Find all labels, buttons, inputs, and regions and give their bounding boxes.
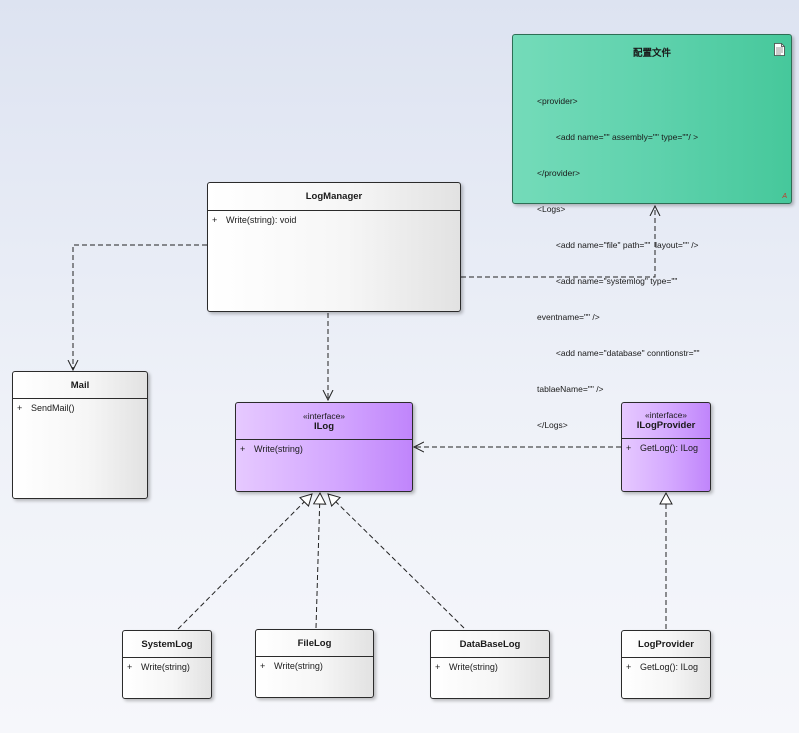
- class-name: LogManager: [305, 191, 363, 202]
- interface-ilogprovider[interactable]: «interface» ILogProvider + GetLog(): ILog: [621, 402, 711, 492]
- class-name: Mail: [70, 379, 90, 391]
- note-line: <add name="database" conntionstr="": [537, 348, 700, 358]
- note-line: <add name="" assembly="" type=""/ >: [537, 132, 699, 142]
- note-line: eventname="" />: [537, 312, 600, 322]
- class-logprovider[interactable]: LogProvider + GetLog(): ILog: [621, 630, 711, 699]
- note-line: </Logs>: [537, 420, 568, 430]
- operation-signature: Write(string): [449, 662, 498, 672]
- operation-signature: Write(string): [254, 444, 303, 454]
- visibility-marker: +: [240, 444, 246, 454]
- note-body: <provider> <add name="" assembly="" type…: [537, 71, 700, 455]
- note-line: <add name="file" path="" layout="" />: [537, 240, 699, 250]
- note-line: </provider>: [537, 168, 580, 178]
- class-logmanager[interactable]: LogManager + Write(string): void: [207, 182, 461, 312]
- note-line: <Logs>: [537, 204, 566, 214]
- config-note[interactable]: 配置文件 <provider> <add name="" assembly=""…: [512, 34, 792, 430]
- operation-signature: GetLog(): ILog: [640, 443, 699, 453]
- class-databaselog[interactable]: DataBaseLog + Write(string): [430, 630, 550, 699]
- class-operation: + Write(string): [431, 658, 549, 672]
- operation-signature: Write(string): void: [226, 215, 297, 225]
- visibility-marker: +: [626, 443, 632, 453]
- operation-signature: Write(string): [141, 662, 190, 672]
- realization-databaselog-ilog[interactable]: [327, 493, 465, 629]
- class-operation: + Write(string): [123, 658, 211, 672]
- note-line: tablaeName="" />: [537, 384, 604, 394]
- visibility-marker: +: [260, 661, 266, 671]
- class-name: FileLog: [297, 637, 332, 649]
- class-operation: + SendMail(): [13, 399, 147, 413]
- operation-signature: SendMail(): [31, 403, 75, 413]
- class-operation: + Write(string): [236, 440, 412, 454]
- document-icon: [774, 43, 785, 56]
- visibility-marker: +: [17, 403, 23, 413]
- stereotype-label: «interface»: [644, 410, 688, 420]
- note-corner-mark: A: [782, 193, 787, 200]
- note-title: 配置文件: [632, 48, 671, 59]
- dependency-logmanager-note[interactable]: [461, 206, 655, 278]
- class-operation: + Write(string): [256, 657, 373, 671]
- class-name: LogProvider: [638, 638, 694, 650]
- class-systemlog[interactable]: SystemLog + Write(string): [122, 630, 212, 699]
- dependency-logmanager-mail[interactable]: [73, 244, 207, 370]
- visibility-marker: +: [127, 662, 133, 672]
- realization-filelog-ilog[interactable]: [312, 491, 327, 629]
- class-operation: + GetLog(): ILog: [622, 658, 710, 672]
- class-name: DataBaseLog: [459, 638, 521, 650]
- interface-name: ILog: [313, 420, 335, 432]
- interface-ilog[interactable]: «interface» ILog + Write(string): [235, 402, 413, 492]
- class-operation: + Write(string): void: [208, 211, 460, 225]
- operation-signature: GetLog(): ILog: [640, 662, 699, 672]
- interface-name: ILogProvider: [636, 420, 696, 431]
- operation-signature: Write(string): [274, 661, 323, 671]
- note-line: <provider>: [537, 96, 578, 106]
- note-line: <add name="systemlog" type="": [537, 276, 678, 286]
- visibility-marker: +: [435, 662, 441, 672]
- visibility-marker: +: [212, 215, 218, 225]
- class-mail[interactable]: Mail + SendMail(): [12, 371, 148, 499]
- class-name: SystemLog: [141, 638, 193, 650]
- realization-systemlog-ilog[interactable]: [177, 493, 313, 630]
- visibility-marker: +: [626, 662, 632, 672]
- class-operation: + GetLog(): ILog: [622, 439, 710, 453]
- class-filelog[interactable]: FileLog + Write(string): [255, 629, 374, 698]
- stereotype-label: «interface»: [302, 410, 346, 421]
